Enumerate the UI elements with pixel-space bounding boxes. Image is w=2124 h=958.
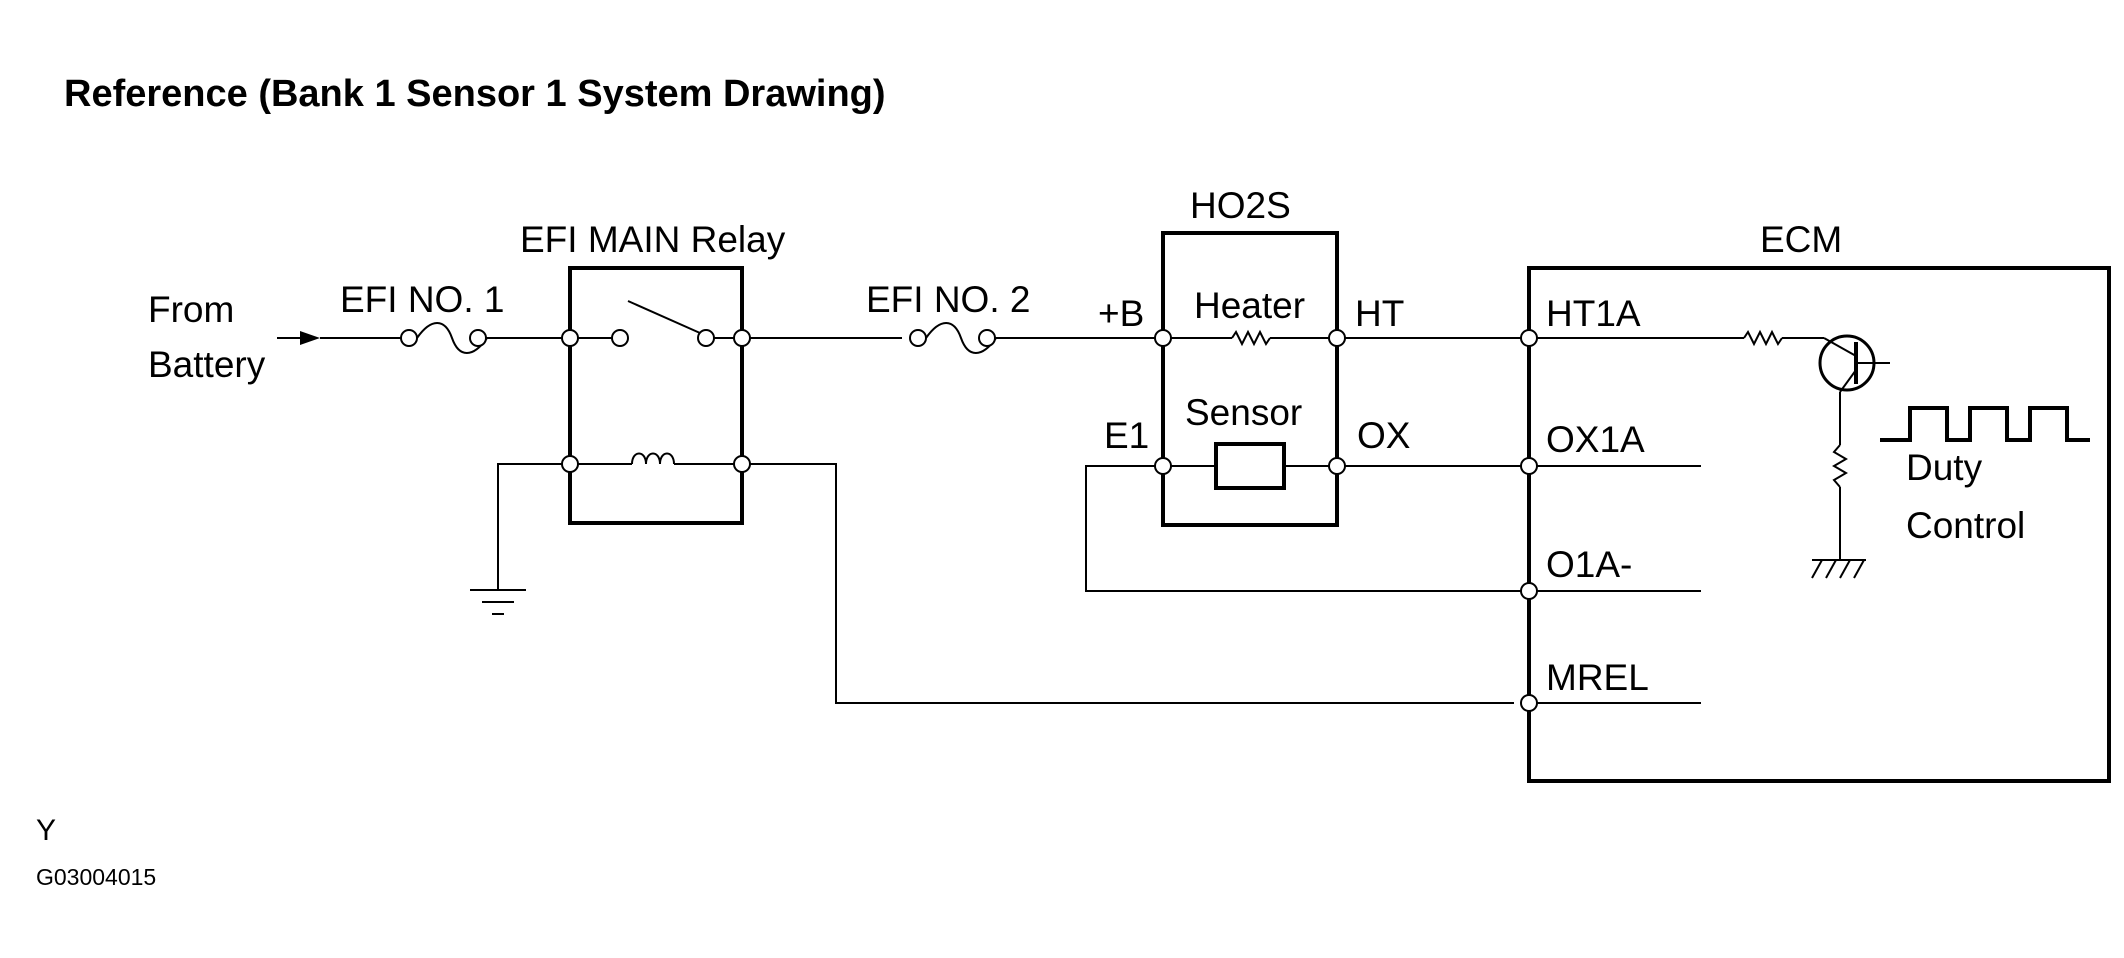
wire-e1-to-o1a-minus <box>1085 465 1521 592</box>
ecm-terminal-mrel <box>1520 694 1538 712</box>
fuse-efi-no2-label: EFI NO. 2 <box>866 279 1030 320</box>
ecm-label: ECM <box>1760 219 1842 260</box>
duty-control-label-line2: Control <box>1906 505 2025 546</box>
ecm-pin-o1a-minus-label: O1A- <box>1546 544 1632 585</box>
ecm-terminal-o1a-minus <box>1520 582 1538 600</box>
ho2s-pin-ht-label: HT <box>1355 293 1404 334</box>
duty-control-label-line1: Duty <box>1906 447 1983 488</box>
diagram-title: Reference (Bank 1 Sensor 1 System Drawin… <box>64 73 886 115</box>
ho2s-pin-e1-label: E1 <box>1104 415 1149 456</box>
fuse-efi-no1-label: EFI NO. 1 <box>340 279 504 320</box>
heater-resistor-icon <box>1163 329 1337 347</box>
sensor-element-icon <box>1163 442 1337 490</box>
ho2s-pin-ox-label: OX <box>1357 415 1410 456</box>
pulldown-resistor-icon <box>1832 444 1848 560</box>
duty-waveform-icon <box>1880 406 2090 442</box>
relay-switch-contact <box>570 300 742 347</box>
ecm-box <box>1527 266 2111 783</box>
relay-coil-terminal-mrel <box>733 455 751 473</box>
ho2s-terminal-plus-b <box>1154 329 1172 347</box>
footer-code: Y <box>36 814 56 847</box>
ecm-terminal-ht1a <box>1520 329 1538 347</box>
ho2s-terminal-ox <box>1328 457 1346 475</box>
relay-terminal-out <box>733 329 751 347</box>
ho2s-heater-label: Heater <box>1194 285 1305 326</box>
wire-relay-coil-ground <box>497 463 562 590</box>
chassis-ground-icon <box>1811 559 1866 579</box>
ho2s-sensor-label: Sensor <box>1185 392 1302 433</box>
from-battery-label-line2: Battery <box>148 344 266 385</box>
relay-coil-terminal-ground <box>561 455 579 473</box>
ho2s-pin-plus-b-label: +B <box>1098 293 1144 334</box>
efi-main-relay-label: EFI MAIN Relay <box>520 219 786 260</box>
ground-icon <box>470 589 526 615</box>
from-battery-label-line1: From <box>148 289 234 330</box>
figure-id: G03004015 <box>36 864 156 890</box>
transistor-icon <box>1818 334 1890 445</box>
ecm-pin-mrel-label: MREL <box>1546 657 1649 698</box>
fuse-efi-no2-symbol <box>909 322 997 354</box>
ecm-pin-ox1a-label: OX1A <box>1546 419 1645 460</box>
ho2s-terminal-e1 <box>1154 457 1172 475</box>
ecm-driver-resistor-icon <box>1537 329 1824 347</box>
ho2s-terminal-ht <box>1328 329 1346 347</box>
ecm-pin-ht1a-label: HT1A <box>1546 293 1641 334</box>
relay-terminal-in <box>561 329 579 347</box>
ho2s-box <box>1161 231 1339 527</box>
fuse-efi-no1-symbol <box>400 322 488 354</box>
ecm-terminal-ox1a <box>1520 457 1538 475</box>
battery-input-arrow <box>277 331 320 345</box>
ho2s-label: HO2S <box>1190 185 1291 226</box>
wire-relay-to-mrel <box>750 463 1514 704</box>
efi-main-relay-box <box>568 266 744 525</box>
relay-coil-icon <box>570 452 742 465</box>
